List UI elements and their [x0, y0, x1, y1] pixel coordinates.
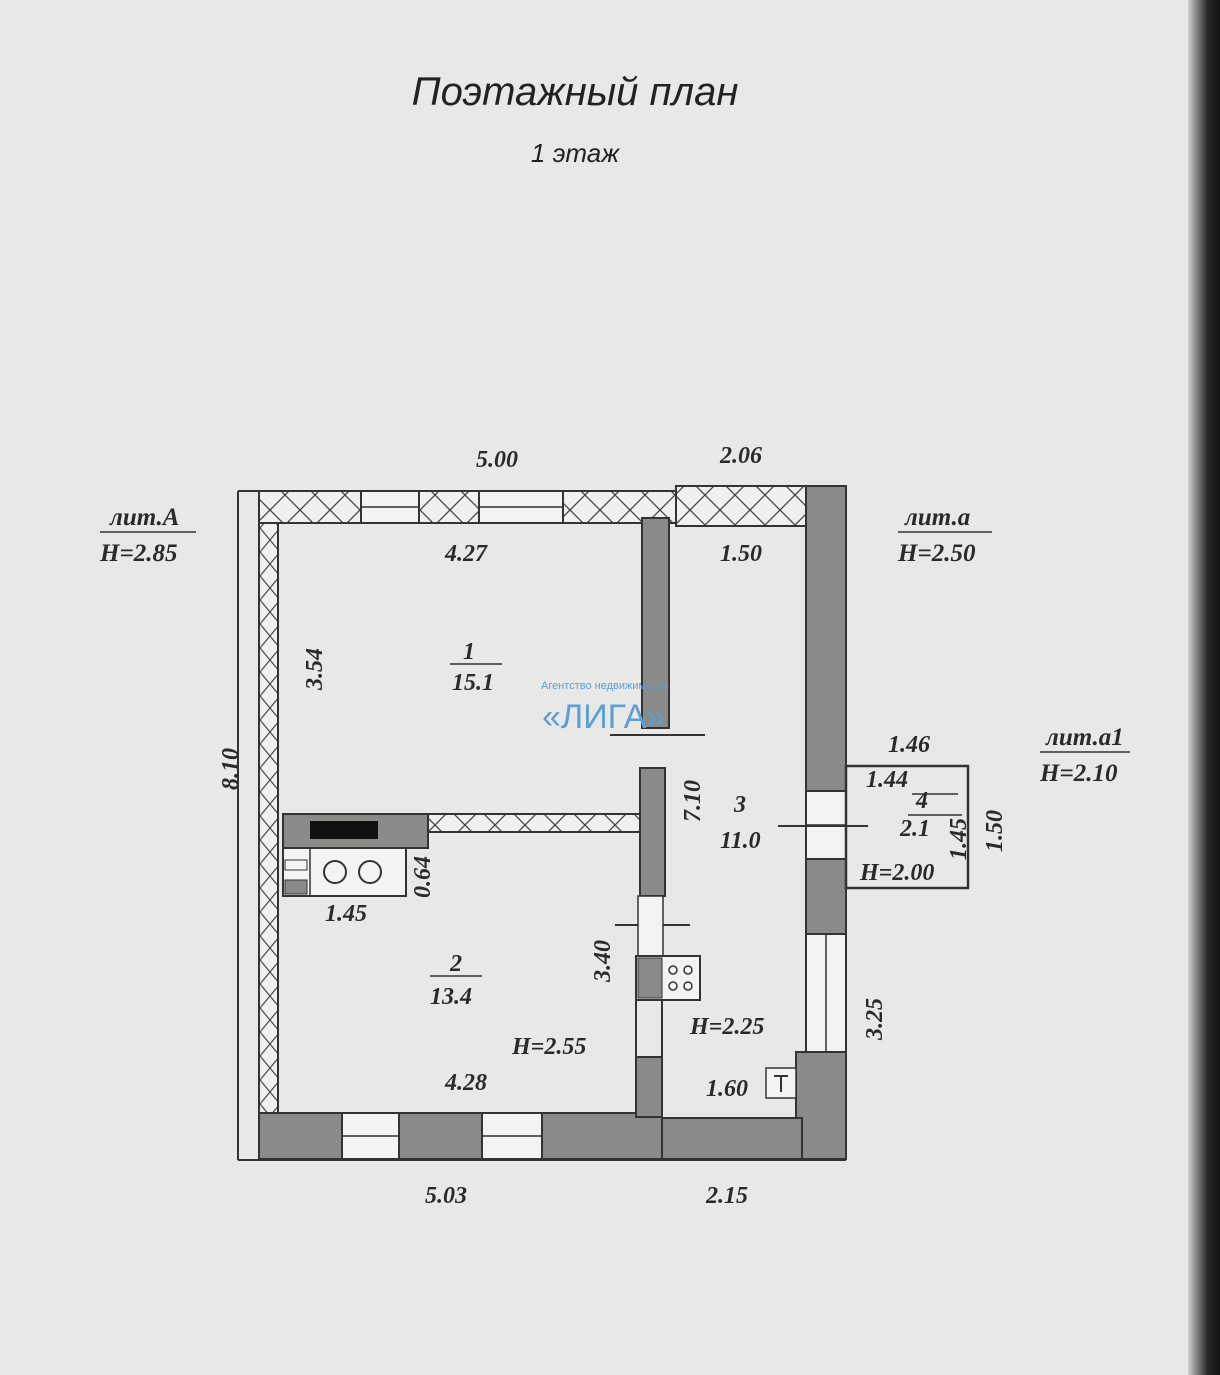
lit-a-height: Н=2.50 — [897, 540, 976, 567]
height-lit-A-inner: Н=2.55 — [511, 1034, 586, 1060]
lit-a1-height: Н=2.10 — [1039, 760, 1118, 787]
wall-bottom-seg3 — [541, 1112, 663, 1160]
watermark-agency: Агентство недвижимости — [541, 680, 669, 692]
room-1-number: 1 — [463, 639, 475, 665]
dim-stove-depth: 0.64 — [410, 856, 436, 898]
wall-bottom-seg2 — [398, 1112, 483, 1160]
dim-bottom-left: 5.03 — [425, 1183, 467, 1209]
wall-right-lower — [795, 1051, 847, 1160]
wall-top-seg2 — [418, 490, 480, 524]
dim-room2-width: 4.28 — [444, 1070, 487, 1096]
room-1-area: 15.1 — [452, 670, 494, 696]
room-2-number: 2 — [449, 951, 462, 977]
dim-top-left: 5.00 — [476, 447, 518, 473]
dim-room1-width: 4.27 — [444, 541, 488, 567]
dim-room3-bottom: 1.60 — [706, 1076, 748, 1102]
height-lit-a-inner: Н=2.25 — [689, 1014, 764, 1040]
room-3-area: 11.0 — [720, 828, 761, 854]
dim-room4-inner-depth: 1.45 — [946, 818, 972, 860]
dim-top-right: 2.06 — [719, 443, 762, 469]
toilet-symbol — [765, 1067, 797, 1099]
dim-room4-outer-width: 1.46 — [888, 732, 930, 758]
lit-a-name: лит.а — [904, 504, 970, 531]
room-4-number: 4 — [915, 788, 928, 814]
partition-upper — [641, 517, 670, 729]
paper-edge — [1188, 0, 1220, 1375]
dim-room2-depth: 3.40 — [590, 940, 616, 983]
dim-room1-depth: 3.54 — [302, 648, 328, 691]
room-4-area: 2.1 — [899, 816, 930, 842]
partition-horizontal — [427, 813, 641, 833]
dim-right-wall-segment: 3.25 — [862, 998, 888, 1041]
wall-top-lit-a — [675, 485, 807, 527]
wall-top-seg1 — [258, 490, 362, 524]
dim-stove-width: 1.45 — [325, 901, 367, 927]
dim-room3-depth: 7.10 — [680, 780, 706, 822]
dim-room4-inner-width: 1.44 — [866, 767, 908, 793]
lit-a1-name: лит.а1 — [1045, 724, 1124, 751]
floor-subtitle: 1 этаж — [530, 138, 620, 168]
annex-lit-a1 — [844, 764, 970, 890]
wall-bottom-lit-a — [661, 1117, 803, 1160]
partition-mid — [639, 767, 666, 897]
floor-plan: лит.А Н=2.85 лит.а Н=2.50 лит.а1 Н=2.10 … — [99, 443, 1130, 1209]
partition-door — [637, 895, 664, 957]
wall-bottom-seg1 — [258, 1112, 343, 1160]
lit-A-name: лит.А — [109, 504, 179, 531]
dim-room4-outer-depth: 1.50 — [982, 810, 1008, 852]
lit-A-height: Н=2.85 — [99, 540, 177, 567]
wall-right-upper — [805, 485, 847, 792]
room-3-number: 3 — [733, 792, 746, 818]
plan-title: Поэтажный план — [411, 70, 739, 114]
room-2-area: 13.4 — [430, 984, 472, 1010]
dim-total-depth: 8.10 — [218, 748, 244, 790]
wall-left — [258, 490, 279, 1159]
dim-bottom-right: 2.15 — [705, 1183, 748, 1209]
partition-lower — [635, 1056, 663, 1118]
height-lit-a1-inner: Н=2.00 — [859, 860, 934, 886]
wall-right-mid — [805, 858, 847, 935]
dim-room3-top: 1.50 — [720, 541, 762, 567]
watermark-brand: «ЛИГА» — [542, 698, 665, 736]
